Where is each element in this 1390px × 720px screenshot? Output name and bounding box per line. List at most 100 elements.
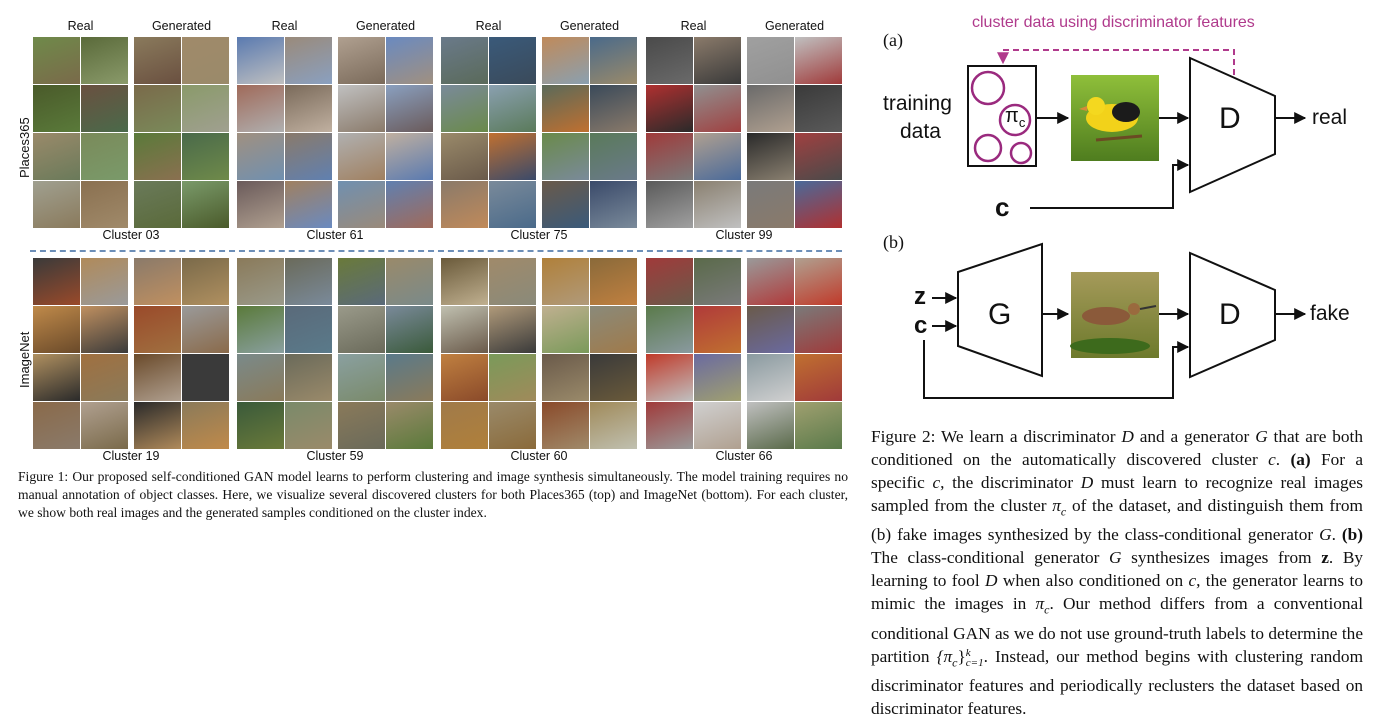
cluster-label: Cluster 60 [510, 449, 568, 463]
real-image [646, 354, 693, 401]
generated-image [795, 181, 842, 228]
real-image-grid [33, 258, 128, 449]
generated-image [795, 85, 842, 132]
cluster-label: Cluster 19 [102, 449, 160, 463]
d-label-b: D [1219, 298, 1241, 331]
col-header-generated: Generated [764, 19, 825, 33]
generated-image [338, 37, 385, 84]
gan-diagram [923, 49, 1307, 399]
real-image-grid [646, 37, 741, 228]
real-image [646, 181, 693, 228]
real-image [285, 133, 332, 180]
generated-image [386, 306, 433, 353]
generated-image [590, 258, 637, 305]
cluster-label: Cluster 99 [715, 228, 773, 242]
real-image [694, 181, 741, 228]
g-label: G [988, 298, 1012, 331]
col-header-real: Real [680, 19, 707, 33]
real-image [694, 85, 741, 132]
generated-image [134, 85, 181, 132]
real-image [237, 85, 284, 132]
real-image [489, 85, 536, 132]
generated-image-grid [338, 258, 433, 449]
d-label-a: D [1219, 102, 1241, 135]
generated-image [747, 306, 794, 353]
discriminator-b [1189, 251, 1276, 379]
c-label-a: c [995, 192, 1010, 222]
real-image [81, 181, 128, 228]
fake-label: fake [1310, 302, 1350, 325]
generated-image [590, 85, 637, 132]
generated-image [182, 306, 229, 353]
fake-image [1070, 272, 1159, 358]
cluster-circle [998, 103, 1032, 137]
real-image [489, 354, 536, 401]
real-image [646, 306, 693, 353]
real-image [489, 181, 536, 228]
cluster-label: Cluster 03 [102, 228, 160, 242]
generated-image [386, 354, 433, 401]
generated-image [338, 133, 385, 180]
generated-image [795, 354, 842, 401]
generated-image [338, 181, 385, 228]
real-image-grid [646, 258, 741, 449]
generated-image [134, 133, 181, 180]
figure-1-caption: Figure 1: Our proposed self-conditioned … [18, 469, 848, 520]
generated-image [747, 133, 794, 180]
generated-image [542, 306, 589, 353]
training-label-line2: data [900, 120, 941, 143]
real-image [285, 181, 332, 228]
generated-image [182, 258, 229, 305]
col-header-real: Real [475, 19, 502, 33]
real-image [694, 306, 741, 353]
generated-image [182, 181, 229, 228]
generated-image [542, 354, 589, 401]
real-image [33, 85, 80, 132]
real-image [33, 306, 80, 353]
real-image [489, 133, 536, 180]
generated-image [795, 402, 842, 449]
real-image [237, 181, 284, 228]
generated-image [747, 402, 794, 449]
real-image [33, 402, 80, 449]
generated-image [795, 133, 842, 180]
generated-image [338, 402, 385, 449]
real-image [441, 354, 488, 401]
generated-image [747, 37, 794, 84]
generated-image [590, 354, 637, 401]
generated-image [386, 37, 433, 84]
generated-image [134, 181, 181, 228]
real-image [694, 354, 741, 401]
generated-image [542, 402, 589, 449]
cluster-label: Cluster 66 [715, 449, 773, 463]
generated-image [386, 85, 433, 132]
generated-image [590, 37, 637, 84]
generated-image [386, 181, 433, 228]
feedback-arrow [997, 49, 1235, 75]
generated-image [590, 181, 637, 228]
cluster-circle [973, 133, 1003, 163]
real-image [237, 37, 284, 84]
z-label: z [914, 283, 926, 310]
real-image [646, 85, 693, 132]
real-image [285, 354, 332, 401]
real-image [489, 258, 536, 305]
generated-image [182, 37, 229, 84]
c-label-b: c [914, 312, 928, 339]
generated-image [386, 133, 433, 180]
generated-image [134, 258, 181, 305]
real-image [81, 402, 128, 449]
generated-image-grid [134, 37, 229, 228]
real-image [646, 37, 693, 84]
generated-image [590, 133, 637, 180]
real-image [81, 354, 128, 401]
feedback-note: cluster data using discriminator feature… [972, 14, 1255, 31]
generated-image [182, 354, 229, 401]
generated-image [338, 258, 385, 305]
divider [30, 250, 842, 252]
generated-image [182, 402, 229, 449]
real-image [237, 258, 284, 305]
generated-image [795, 37, 842, 84]
cluster-label: Cluster 59 [306, 449, 364, 463]
generated-image [747, 354, 794, 401]
